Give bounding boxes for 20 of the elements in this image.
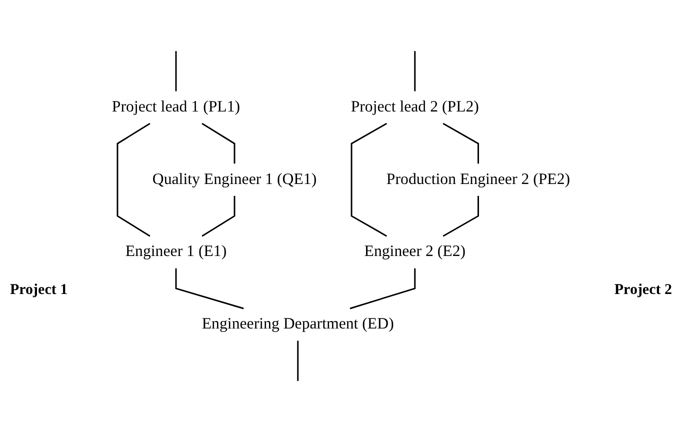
connector bbox=[350, 122, 388, 237]
connector bbox=[414, 51, 416, 92]
side-label: Project 1 bbox=[10, 282, 68, 299]
connector bbox=[442, 122, 479, 164]
node-text: Quality Engineer 1 (QE1) bbox=[152, 171, 317, 188]
side-label: Project 2 bbox=[614, 282, 672, 299]
node-text: Engineer 2 (E2) bbox=[364, 243, 466, 260]
node-text: Production Engineer 2 (PE2) bbox=[386, 171, 570, 188]
node-text: Project lead 2 (PL2) bbox=[350, 98, 479, 116]
connector bbox=[350, 268, 416, 310]
connector bbox=[442, 196, 479, 237]
node-text: Engineer 1 (E1) bbox=[125, 243, 227, 260]
connector bbox=[175, 51, 177, 92]
connector bbox=[202, 122, 236, 164]
connector bbox=[116, 122, 150, 237]
node-text: Project lead 1 (PL1) bbox=[112, 98, 240, 116]
connector bbox=[175, 268, 244, 310]
connector bbox=[297, 340, 299, 381]
node-text: Engineering Department (ED) bbox=[202, 316, 394, 333]
connector bbox=[202, 196, 236, 237]
